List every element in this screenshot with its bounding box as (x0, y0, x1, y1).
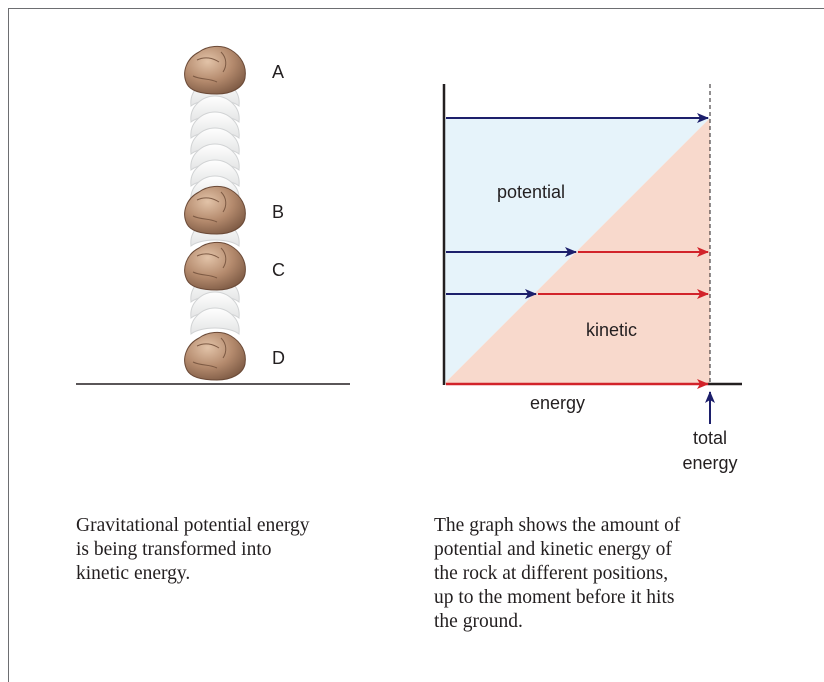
total-energy-label: total energy (672, 426, 748, 476)
right-caption-line: the rock at different positions, (434, 562, 814, 586)
right-caption-line: potential and kinetic energy of (434, 538, 814, 562)
right-caption-line: the ground. (434, 610, 814, 634)
left-caption-line: Gravitational potential energy (76, 514, 416, 538)
kinetic-label: kinetic (586, 320, 637, 341)
left-caption: Gravitational potential energy is being … (76, 514, 416, 586)
total-energy-label-line2: energy (672, 451, 748, 476)
potential-label: potential (497, 182, 565, 203)
total-energy-label-line1: total (672, 426, 748, 451)
left-caption-line: kinetic energy. (76, 562, 416, 586)
right-caption-line: up to the moment before it hits (434, 586, 814, 610)
x-axis-label: energy (530, 393, 585, 414)
right-caption-line: The graph shows the amount of (434, 514, 814, 538)
right-caption: The graph shows the amount of potential … (434, 514, 814, 634)
left-caption-line: is being transformed into (76, 538, 416, 562)
